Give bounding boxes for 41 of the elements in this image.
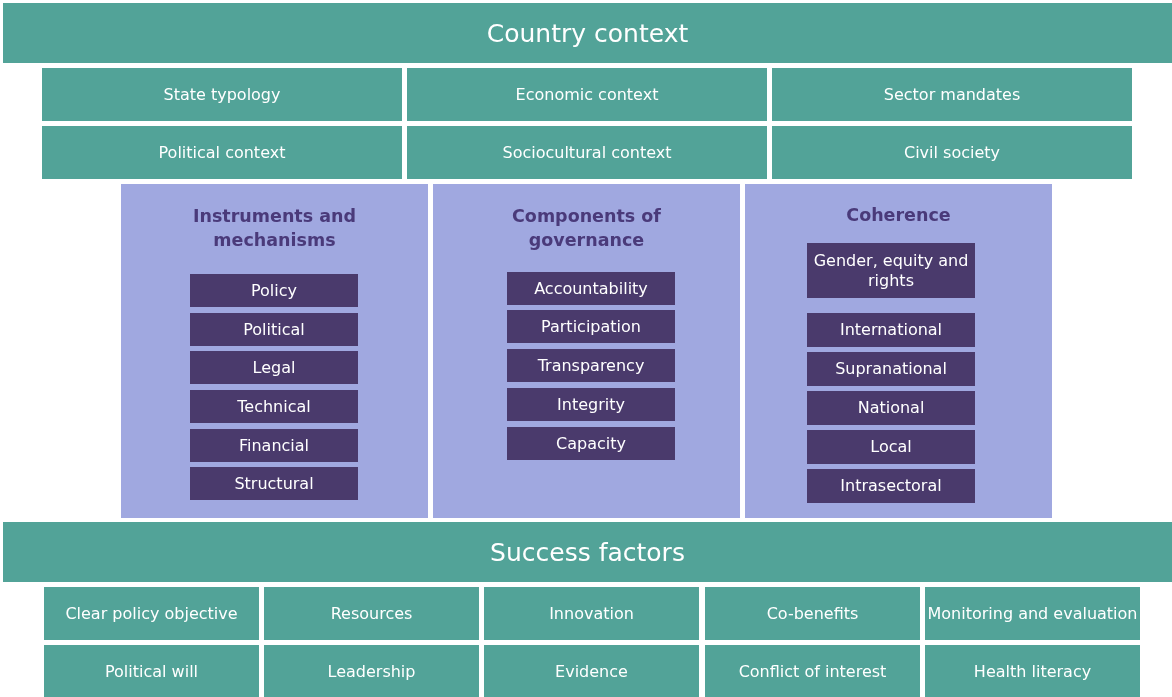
category-box: Monitoring and evaluation [925, 587, 1140, 640]
item-box: Participation [507, 310, 675, 343]
category-box: Sociocultural context [407, 126, 767, 179]
category-box: Political context [42, 126, 402, 179]
item-box: Technical [190, 390, 358, 423]
item-box: Legal [190, 351, 358, 384]
panel-heading: Components of governance [511, 205, 662, 252]
category-box: Clear policy objective [44, 587, 259, 640]
category-box: Political will [44, 645, 259, 697]
category-box: Health literacy [925, 645, 1140, 697]
item-box: Capacity [507, 427, 675, 460]
category-box: Leadership [264, 645, 479, 697]
item-box: Structural [190, 467, 358, 500]
category-box: Conflict of interest [705, 645, 920, 697]
category-box: Innovation [484, 587, 699, 640]
category-box: Economic context [407, 68, 767, 121]
item-box: Political [190, 313, 358, 346]
item-box: Accountability [507, 272, 675, 305]
panel-heading: Coherence [845, 204, 952, 227]
item-box: Local [807, 430, 975, 464]
group-panel [433, 184, 740, 518]
section-header-band: Success factors [3, 522, 1172, 582]
category-box: Sector mandates [772, 68, 1132, 121]
item-box: Transparency [507, 349, 675, 382]
item-box: Supranational [807, 352, 975, 386]
section-header-band: Country context [3, 3, 1172, 63]
category-box: State typology [42, 68, 402, 121]
item-box: Intrasectoral [807, 469, 975, 503]
item-box: Policy [190, 274, 358, 307]
panel-heading: Instruments and mechanisms [191, 205, 358, 252]
group-panel [121, 184, 428, 518]
group-panel [745, 184, 1052, 518]
category-box: Resources [264, 587, 479, 640]
item-box: Integrity [507, 388, 675, 421]
item-box: National [807, 391, 975, 425]
item-box: Gender, equity and rights [807, 243, 975, 298]
category-box: Co-benefits [705, 587, 920, 640]
item-box: International [807, 313, 975, 347]
item-box: Financial [190, 429, 358, 462]
category-box: Civil society [772, 126, 1132, 179]
category-box: Evidence [484, 645, 699, 697]
